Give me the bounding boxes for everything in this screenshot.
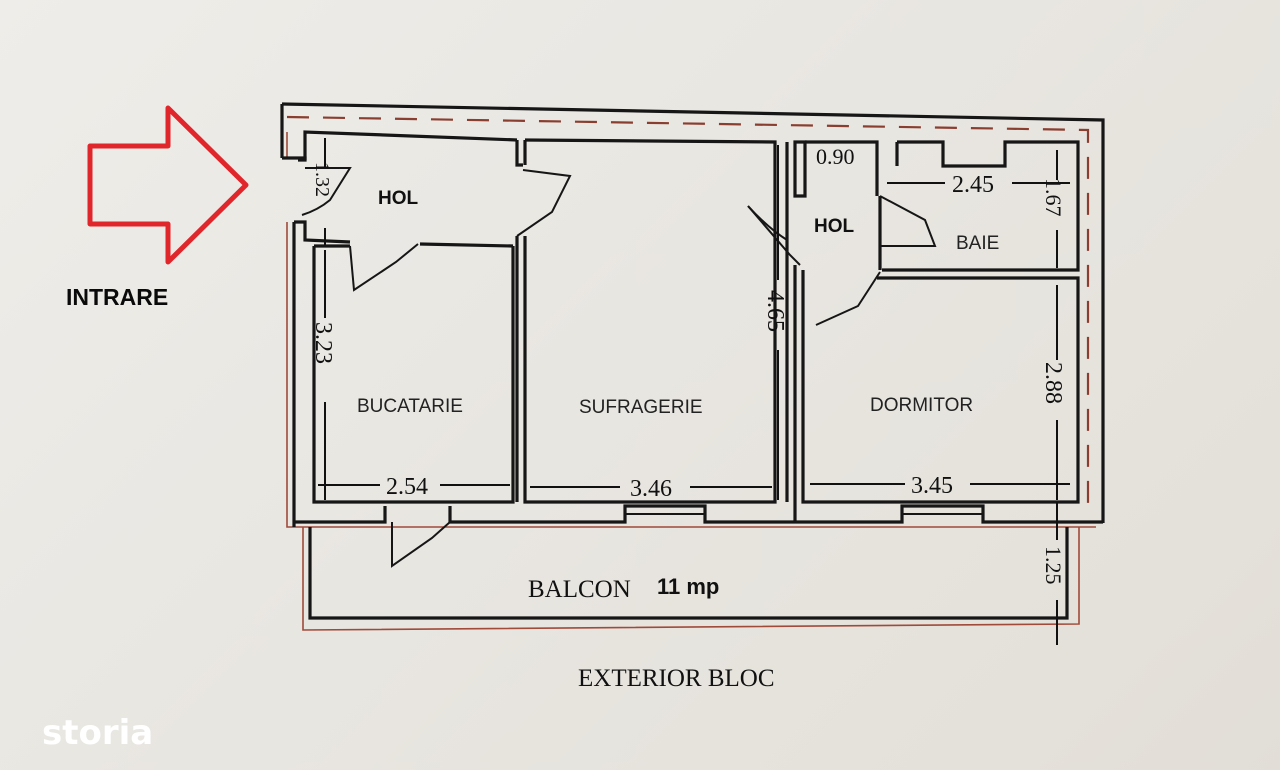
room-label-baie: BAIE [956,233,999,254]
dim-sufragerie-width: 3.46 [630,476,672,502]
room-label-hol-1: HOL [378,188,419,209]
dim-bucatarie-height: 3.23 [310,322,336,364]
dim-hol-2-width: 0.90 [816,144,855,169]
exterior-label: EXTERIOR BLOC [578,665,775,692]
dim-dormitor-height: 2.88 [1040,362,1066,404]
balcony-area: 11 mp [657,574,719,599]
room-label-hol-2: HOL [814,216,855,237]
dimension-lines [318,138,1070,645]
entrance-label: INTRARE [66,284,168,310]
room-label-bucatarie: BUCATARIE [357,396,463,417]
outer-wall [280,102,1105,528]
dim-dormitor-width: 3.45 [911,473,953,499]
dim-balcon-depth: 1.25 [1041,546,1066,585]
dim-bucatarie-width: 2.54 [386,474,428,500]
storia-logo: storia [42,713,153,753]
dim-hol-1-height: 1.32 [311,162,333,197]
balcony-outline [302,527,1080,631]
dim-baie-width: 2.45 [952,172,994,198]
dim-baie-height: 1.67 [1041,178,1066,217]
inner-walls [282,130,1103,527]
bottom-border-strip [0,770,1280,781]
doors [301,167,937,568]
room-label-dormitor: DORMITOR [870,395,973,416]
room-label-sufragerie: SUFRAGERIE [579,397,703,418]
dim-sufragerie-height: 4.65 [762,290,788,332]
entrance-arrow-icon [87,105,249,265]
balcony-label: BALCON [528,576,631,603]
